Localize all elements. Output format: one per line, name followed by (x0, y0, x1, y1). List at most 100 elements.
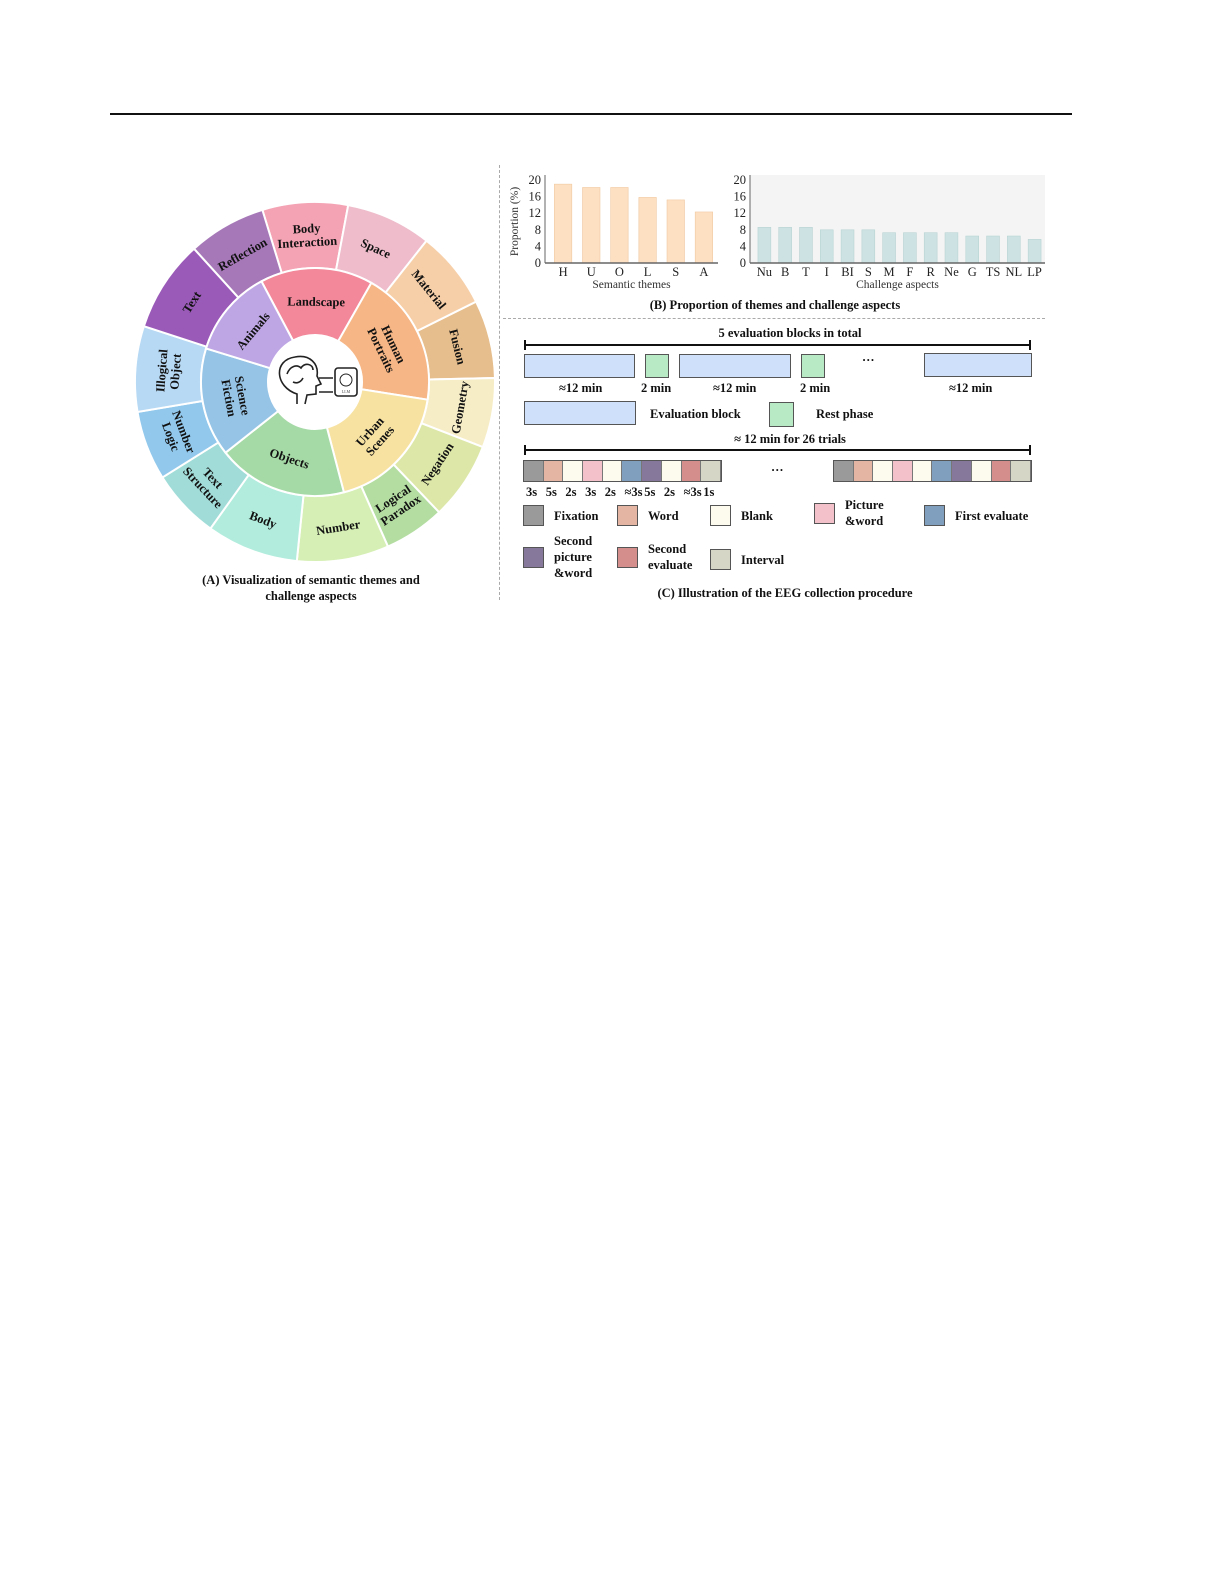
legend-item-word: Word (617, 505, 679, 526)
trial-duration: ≈3s (624, 485, 643, 499)
trial-cell-picture-word (583, 461, 603, 481)
outer-label-illogical-object: IllogicalObject (153, 348, 184, 394)
outer-label-body-interaction: BodyInteraction (276, 220, 337, 251)
trial-duration: 1s (703, 485, 715, 499)
trial-cell-blank (971, 461, 992, 481)
legend-label: Word (648, 508, 679, 523)
llm-label: LLM (342, 389, 351, 394)
bar-g (965, 235, 979, 264)
trial-duration: 5s (545, 485, 557, 499)
page-top-rule (110, 113, 1072, 115)
evaluation-block-5 (924, 353, 1032, 377)
trial-strip-first (523, 460, 722, 482)
rest-phase-1 (645, 354, 669, 378)
block-label-5: ≈12 min (949, 381, 993, 395)
x-tick-label: L (644, 265, 652, 279)
legend-item-interval: Interval (710, 549, 784, 570)
x-tick-label: S (672, 265, 679, 279)
caption-line-2: challenge aspects (265, 589, 357, 603)
legend-swatch (617, 546, 638, 568)
bar-r (923, 232, 938, 264)
x-tick-label: Ne (944, 265, 959, 279)
rest-phase-2 (801, 354, 825, 378)
trials-ellipsis: … (771, 460, 784, 474)
bar-m (882, 232, 896, 264)
bar-nu (757, 227, 772, 264)
trial-cell-second-evaluate (681, 461, 702, 481)
block-label-4: 2 min (800, 381, 831, 395)
blocks-title: 5 evaluation blocks in total (718, 326, 862, 340)
x-tick-label: S (865, 265, 872, 279)
trial-duration: 3s (585, 485, 597, 499)
bar-s (666, 199, 685, 264)
x-tick-label: O (615, 265, 624, 279)
blocks-span-line (524, 340, 1031, 350)
x-tick-label: H (559, 265, 568, 279)
trial-cell-word (853, 461, 874, 481)
x-tick-label: BI (841, 265, 854, 279)
trial-duration: 2s (604, 485, 616, 499)
bar-lp (1027, 239, 1042, 264)
trial-cell-second-picture-word (642, 461, 662, 481)
trial-duration: 3s (526, 485, 538, 499)
trial-cell-second-picture-word (952, 461, 972, 481)
legend-label: First evaluate (955, 508, 1029, 523)
trial-cell-picture-word (893, 461, 913, 481)
trial-strip-last (833, 460, 1032, 482)
y-tick-label: 4 (740, 239, 747, 253)
legend-label: Interval (741, 552, 785, 567)
legend-label: Picture&word (845, 498, 884, 528)
trial-cell-fixation (524, 461, 544, 481)
x-tick-label: G (968, 265, 977, 279)
panel-divider-horizontal (503, 318, 1045, 319)
y-tick-label: 8 (535, 223, 541, 237)
y-tick-label: 8 (740, 223, 746, 237)
x-tick-label: A (699, 265, 708, 279)
x-tick-label: NL (1005, 265, 1022, 279)
inner-label-science-fiction: ScienceFiction (218, 375, 253, 419)
x-tick-label: U (587, 265, 596, 279)
y-tick-label: 20 (529, 173, 542, 187)
bar-bi (840, 229, 855, 264)
legend-swatch (617, 505, 638, 526)
bar-ne (944, 232, 959, 264)
bar-nl (1007, 235, 1021, 264)
caption-line-1: (A) Visualization of semantic themes and (202, 573, 420, 587)
x-tick-label: R (927, 265, 936, 279)
bar-i (820, 229, 834, 264)
brain-llm-icon (278, 355, 358, 405)
trial-cell-blank (661, 461, 682, 481)
outer-label-number: Number (315, 517, 362, 538)
legend-label: Fixation (554, 508, 599, 523)
x-tick-label: LP (1027, 265, 1042, 279)
trial-cell-blank (563, 461, 584, 481)
y-tick-label: 16 (529, 190, 542, 204)
x-tick-label: T (802, 265, 810, 279)
legend-evaluation-label: Evaluation block (650, 407, 741, 421)
block-label-3: ≈12 min (713, 381, 757, 395)
legend-evaluation-swatch (524, 401, 636, 425)
trial-cell-first-evaluate (622, 461, 643, 481)
trial-cell-interval (1011, 461, 1031, 481)
panel-divider-vertical (499, 165, 500, 600)
legend-swatch (814, 502, 835, 524)
trial-duration: 5s (644, 485, 656, 499)
bar-t (799, 227, 813, 264)
x-tick-label: F (906, 265, 913, 279)
evaluation-block-2 (679, 354, 791, 378)
bar-f (903, 232, 917, 264)
y-tick-label: 16 (734, 190, 747, 204)
legend-rest-label: Rest phase (816, 407, 874, 421)
panel-c-caption: (C) Illustration of the EEG collection p… (657, 586, 913, 600)
chart-background (750, 175, 1045, 263)
trial-cell-interval (701, 461, 721, 481)
block-label-1: ≈12 min (559, 381, 603, 395)
trials-span-line (524, 445, 1031, 455)
legend-swatch (523, 505, 544, 526)
trial-cell-blank (873, 461, 894, 481)
